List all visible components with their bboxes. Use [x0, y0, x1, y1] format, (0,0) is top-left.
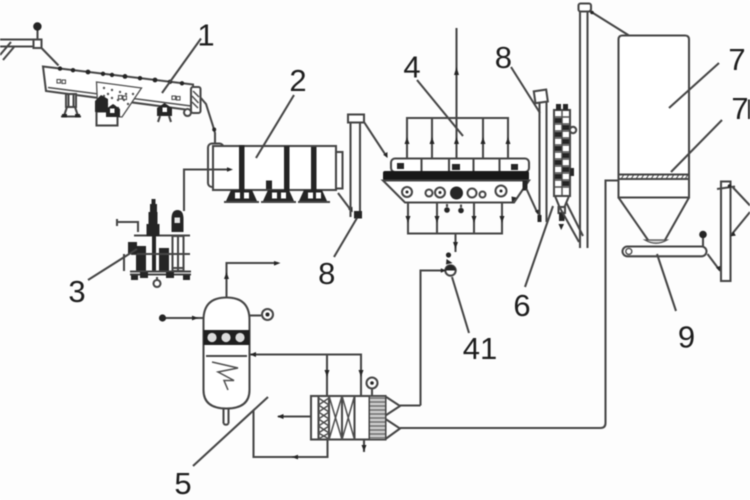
svg-text:3: 3: [68, 274, 85, 309]
svg-text:9: 9: [678, 320, 695, 355]
svg-text:8: 8: [495, 40, 512, 75]
svg-text:1: 1: [197, 18, 214, 53]
svg-text:2: 2: [289, 63, 306, 98]
svg-text:41: 41: [463, 331, 497, 366]
svg-text:6: 6: [513, 288, 530, 323]
svg-text:4: 4: [403, 50, 420, 85]
svg-text:8: 8: [318, 256, 335, 291]
svg-text:7: 7: [731, 91, 748, 126]
svg-text:5: 5: [174, 466, 191, 500]
svg-text:7: 7: [728, 42, 745, 77]
